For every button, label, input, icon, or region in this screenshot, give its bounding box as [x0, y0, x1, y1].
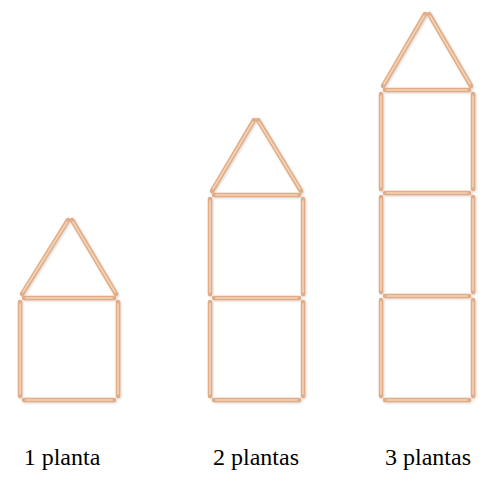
house-one-floor [20, 220, 118, 400]
floor-count-label: 3 plantas [385, 443, 471, 472]
floor-count-label: 2 plantas [213, 443, 299, 472]
house-two-floors [210, 120, 303, 400]
house-three-floors [381, 14, 473, 400]
floor-count-label: 1 planta [24, 443, 101, 472]
